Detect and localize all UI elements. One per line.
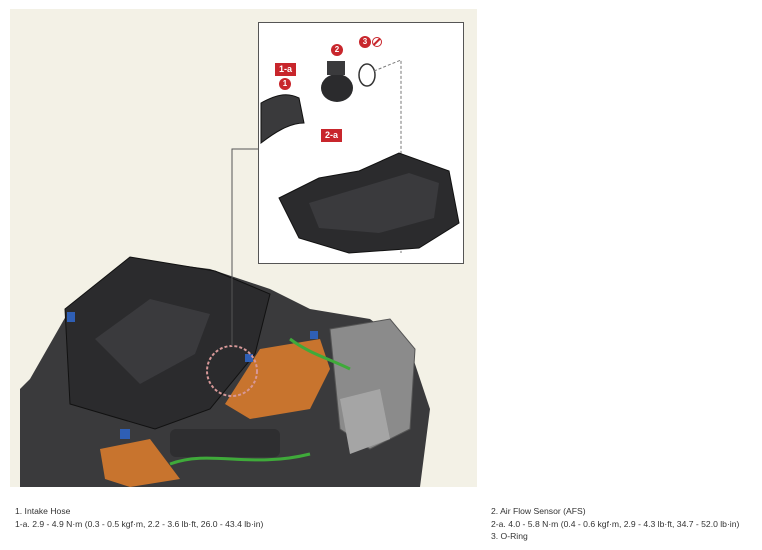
blue-connector-right (310, 331, 318, 339)
callout-1: 1 (279, 78, 291, 90)
blue-connector (120, 429, 130, 439)
legend-item-o-ring: 3. O-Ring (491, 531, 528, 541)
intake-hose-drawing (260, 94, 305, 145)
intake-pipe (170, 429, 280, 457)
afs-body (321, 74, 353, 102)
air-cleaner-cover (309, 173, 439, 233)
do-not-reuse-icon (372, 37, 382, 47)
callout-1a: 1-a (275, 63, 297, 76)
legend-item-afs: 2. Air Flow Sensor (AFS) (491, 506, 586, 516)
engine-cover-top (95, 299, 210, 384)
metal-housing (340, 389, 390, 454)
detail-inset: 1-a 1 2 2-a 3 (258, 22, 464, 264)
green-wire-upper (289, 337, 351, 371)
legend-item-intake-hose: 1. Intake Hose (15, 506, 71, 516)
leader-line (231, 148, 258, 346)
blue-connector-mid (245, 354, 253, 362)
blue-connector-left (67, 312, 75, 322)
callout-2: 2 (331, 44, 343, 56)
legend-left: 1. Intake Hose 1-a. 2.9 - 4.9 N·m (0.3 -… (15, 505, 263, 530)
afs-connector (327, 61, 345, 75)
engine-drawing (20, 148, 430, 487)
inset-drawing (260, 59, 460, 254)
orange-harness (225, 339, 330, 419)
o-ring-drawing (358, 63, 376, 87)
legend-item-afs-torque: 2-a. 4.0 - 5.8 N·m (0.4 - 0.6 kgf·m, 2.9… (491, 518, 740, 529)
legend-right: 2. Air Flow Sensor (AFS) 2-a. 4.0 - 5.8 … (491, 505, 739, 543)
legend-item-intake-hose-torque: 1-a. 2.9 - 4.9 N·m (0.3 - 0.5 kgf·m, 2.2… (15, 518, 264, 529)
engine-illustration: 1-a 1 2 2-a 3 (10, 9, 477, 487)
callout-3: 3 (359, 36, 371, 48)
callout-2a: 2-a (321, 129, 343, 142)
orange-harness-lower (100, 439, 180, 487)
green-wire (169, 452, 311, 466)
